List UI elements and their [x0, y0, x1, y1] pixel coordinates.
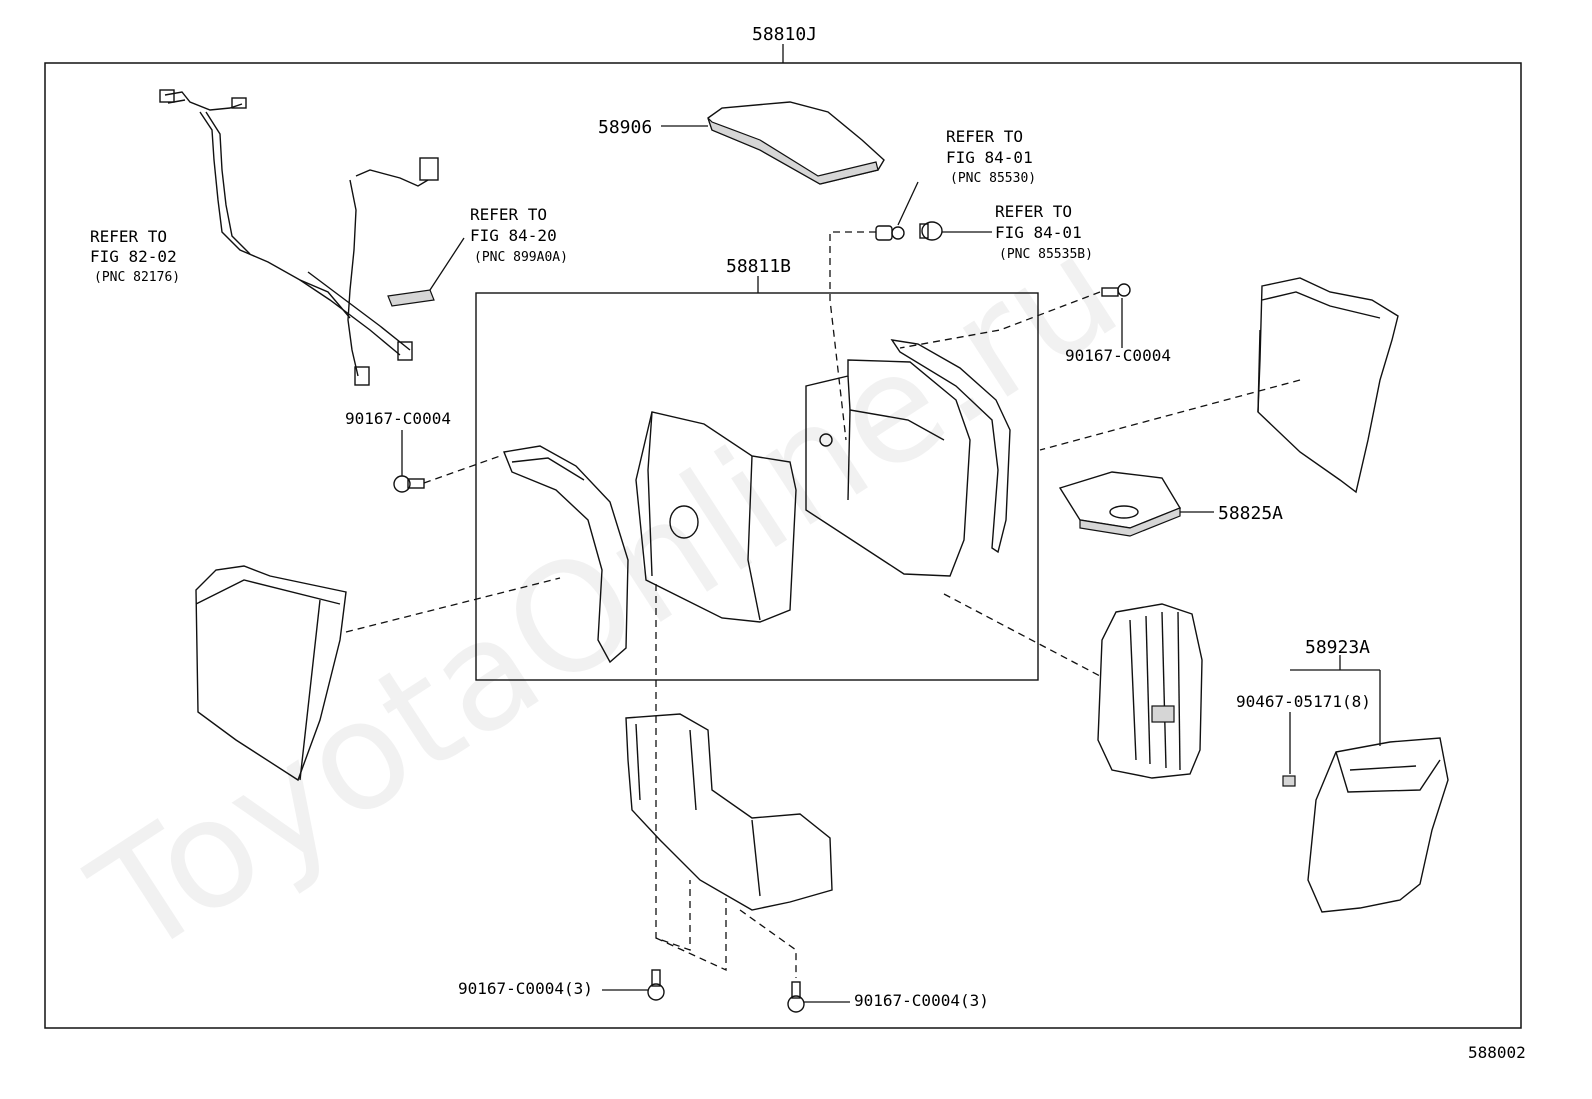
inner-trim-left-drawing [503, 445, 629, 664]
screw-bottom-left-label[interactable]: 90167-C0004(3) [458, 979, 593, 998]
lower-bracket-drawing [625, 584, 833, 978]
socket-bulb-drawing [829, 181, 992, 441]
top-part-number[interactable]: 58810J [752, 24, 817, 45]
ref-bulb-line2[interactable]: FIG 84-01 [995, 223, 1082, 242]
lid-58906-drawing [707, 101, 885, 185]
ref-module-line3: (PNC 899A0A) [474, 250, 568, 265]
clip-bottom-right-label[interactable]: 90467-05171(8) [1236, 692, 1371, 711]
screw-bottom-right-label[interactable]: 90167-C0004(3) [854, 991, 989, 1010]
module-drawing [387, 237, 465, 307]
ref-harness-line1: REFER TO [90, 227, 167, 246]
ref-socket-line2[interactable]: FIG 84-01 [946, 148, 1033, 167]
part-58811b-label[interactable]: 58811B [726, 256, 791, 277]
ref-harness-line3: (PNC 82176) [94, 270, 180, 285]
part-58825a-label[interactable]: 58825A [1218, 503, 1283, 524]
front-grille-drawing [943, 593, 1203, 779]
center-frame-drawing [635, 411, 797, 623]
tray-58825a-drawing [1058, 471, 1182, 537]
ref-bulb-line1: REFER TO [995, 202, 1072, 221]
screw-bottom-left-drawing [647, 969, 665, 1001]
screw-right-drawing [899, 283, 1131, 349]
screw-right-label[interactable]: 90167-C0004 [1065, 346, 1171, 365]
wire-harness-drawing [159, 89, 439, 386]
part-58923a-label[interactable]: 58923A [1305, 637, 1370, 658]
rear-panel-drawing [1307, 737, 1449, 913]
right-side-panel-drawing [1039, 277, 1399, 494]
figure-id: 588002 [1468, 1043, 1526, 1062]
ref-harness-line2[interactable]: FIG 82-02 [90, 247, 177, 266]
screw-bottom-right-drawing [787, 981, 805, 1013]
screw-left-label[interactable]: 90167-C0004 [345, 409, 451, 428]
ref-socket-line3: (PNC 85530) [950, 171, 1036, 186]
ref-bulb-line3: (PNC 85535B) [999, 247, 1093, 262]
screw-left-drawing [393, 430, 501, 493]
ref-module-line2[interactable]: FIG 84-20 [470, 226, 557, 245]
ref-socket-line1: REFER TO [946, 127, 1023, 146]
clip-drawing [1282, 712, 1296, 787]
left-side-panel-drawing [195, 565, 561, 782]
ref-module-line1: REFER TO [470, 205, 547, 224]
box-frame-drawing [805, 359, 971, 577]
subassembly-frame [475, 292, 1039, 681]
part-58906-label[interactable]: 58906 [598, 117, 652, 138]
watermark: ToyotaOnline.ru [64, 203, 1147, 991]
inner-trim-right-drawing [890, 339, 1011, 554]
